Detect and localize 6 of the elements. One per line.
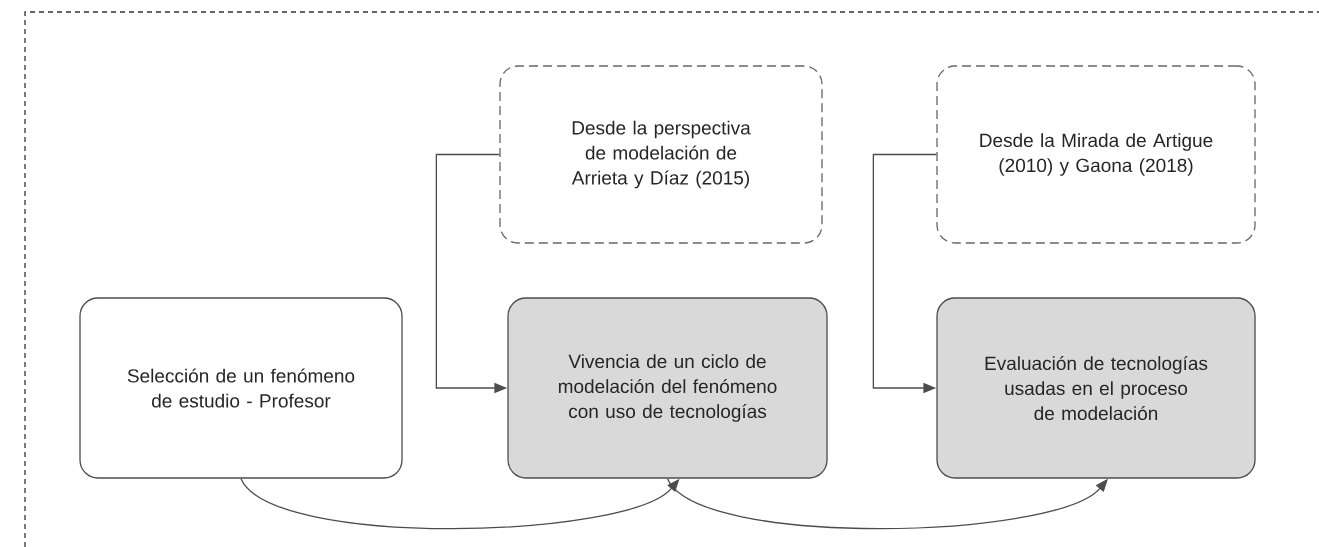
process-box: Evaluación de tecnologías usadas en el proceso de modelación xyxy=(936,297,1256,479)
process-box: Selección de un fenómeno de estudio - Profesor xyxy=(79,297,403,479)
note-box: Desde la perspectiva de modelación de Arrieta y Díaz (2015) xyxy=(499,65,823,244)
note-box: Desde la Mirada de Artigue (2010) y Gaona (2018) xyxy=(936,65,1256,244)
process-box: Vivencia de un ciclo de modelación del fenómeno con uso de tecnologías xyxy=(507,297,828,479)
arrow xyxy=(666,478,1108,530)
